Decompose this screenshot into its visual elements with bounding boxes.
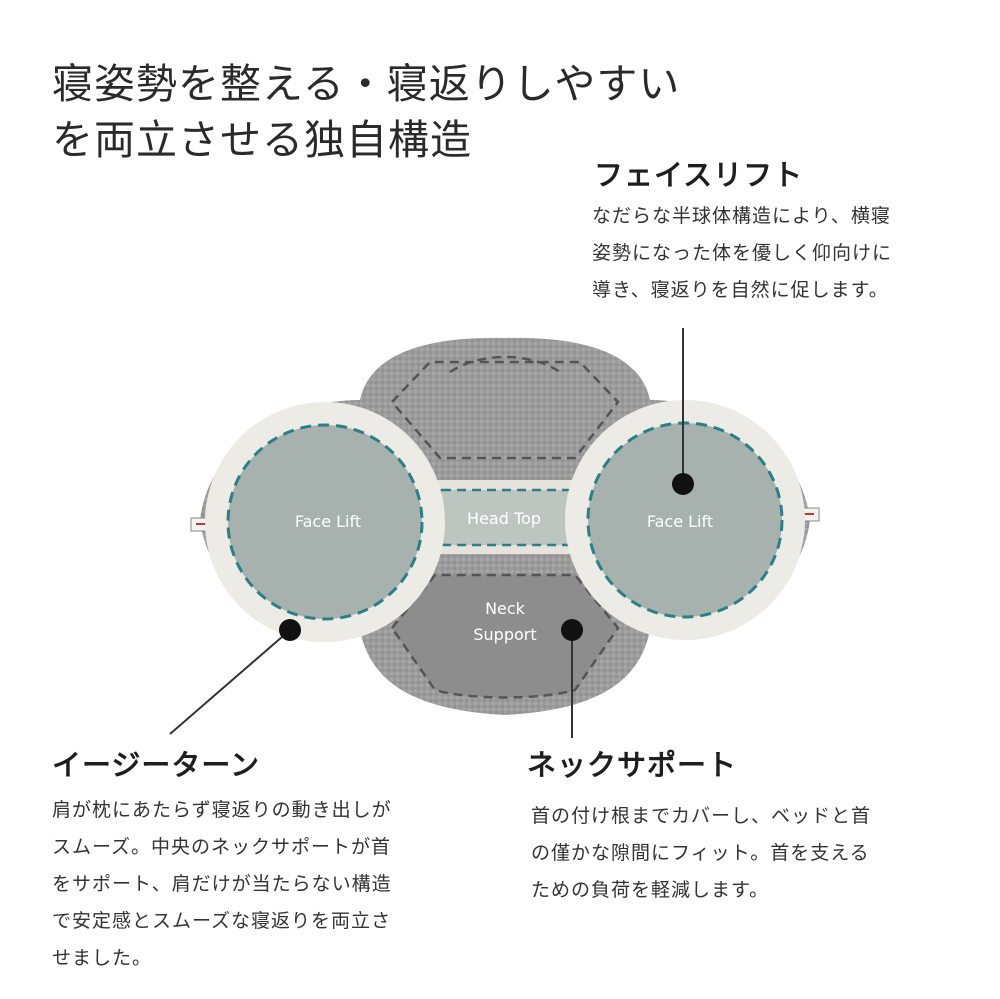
neck-support-area: [390, 573, 620, 699]
face-lift-right-label: Face Lift: [647, 512, 713, 531]
neck-support-desc-line-1: 首の付け根までカバーし、ベッドと首: [531, 805, 872, 827]
face-lift-desc-line-2: 姿勢になった体を優しく仰向けに: [592, 242, 893, 264]
page-title-line-1: 寝姿勢を整える・寝返りしやすい: [52, 60, 681, 108]
neck-support-desc-line-2: の僅かな隙間にフィット。首を支える: [531, 842, 870, 864]
neck-support-callout-dot: [561, 619, 583, 641]
face-lift-desc-line-1: なだらな半球体構造により、横寝: [592, 205, 891, 227]
page-title: 寝姿勢を整える・寝返りしやすい を両立させる独自構造: [52, 56, 680, 168]
head-top-label: Head Top: [467, 509, 541, 528]
face-lift-callout-dot: [672, 473, 694, 495]
easy-turn-desc-line-2: スムーズ。中央のネックサポートが首: [52, 836, 392, 858]
face-lift-left-label: Face Lift: [295, 512, 361, 531]
neck-label-line-2: Support: [473, 625, 536, 644]
easy-turn-desc-line-1: 肩が枕にあたらず寝返りの動き出しが: [52, 799, 392, 821]
easy-turn-description: 肩が枕にあたらず寝返りの動き出しが スムーズ。中央のネックサポートが首 をサポー…: [52, 792, 392, 977]
easy-turn-callout-line: [169, 629, 291, 735]
easy-turn-desc-line-5: せました。: [52, 947, 153, 969]
face-lift-heading: フェイスリフト: [594, 158, 804, 192]
neck-support-desc-line-3: ための負荷を軽減します。: [531, 879, 770, 901]
face-lift-desc-line-3: 導き、寝返りを自然に促します。: [592, 279, 889, 301]
face-lift-description: なだらな半球体構造により、横寝 姿勢になった体を優しく仰向けに 導き、寝返りを自…: [592, 198, 892, 309]
easy-turn-desc-line-3: をサポート、肩だけが当たらない構造: [52, 873, 392, 895]
easy-turn-desc-line-4: で安定感とスムーズな寝返りを両立さ: [52, 910, 392, 932]
page-title-line-2: を両立させる独自構造: [52, 116, 472, 164]
neck-support-description: 首の付け根までカバーし、ベッドと首 の僅かな隙間にフィット。首を支える ための負…: [531, 798, 871, 909]
neck-support-heading: ネックサポート: [527, 748, 738, 782]
neck-label-line-1: Neck: [485, 599, 526, 618]
easy-turn-callout-dot: [279, 619, 301, 641]
head-top-stitching: [390, 360, 620, 460]
easy-turn-heading: イージーターン: [52, 748, 260, 782]
